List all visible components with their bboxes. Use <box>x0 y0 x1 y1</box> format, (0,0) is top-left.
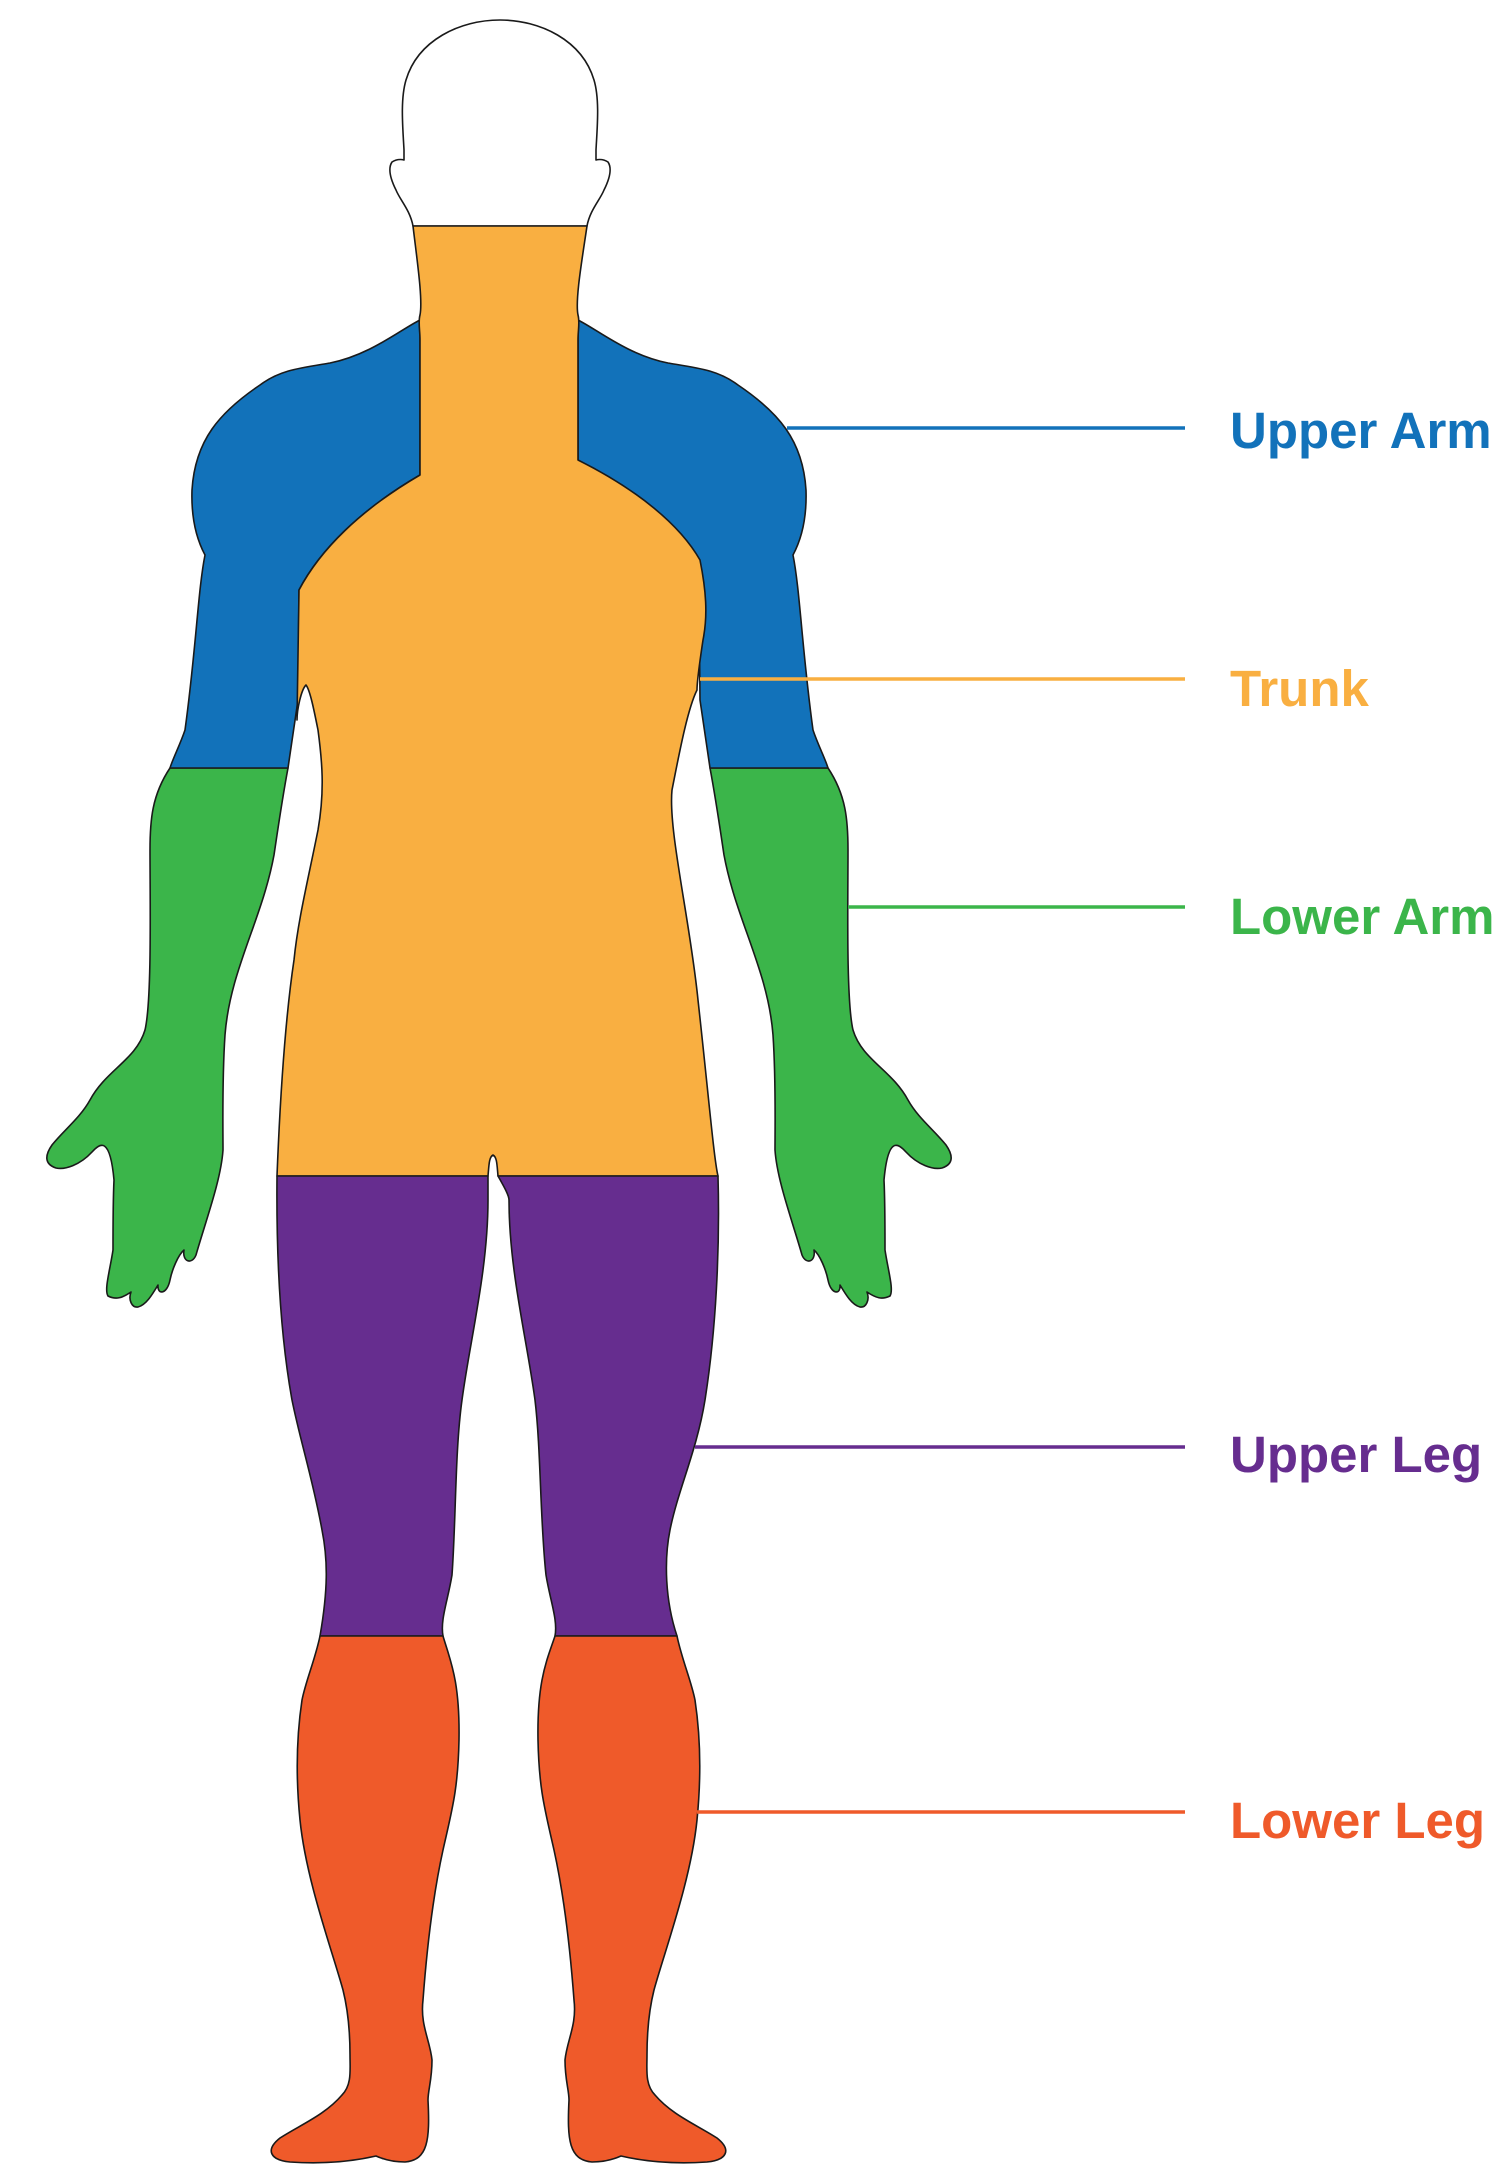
label-trunk: Trunk <box>1230 660 1369 717</box>
label-lower-leg: Lower Leg <box>1230 1792 1485 1849</box>
label-upper-arm: Upper Arm <box>1230 402 1492 459</box>
label-upper-leg: Upper Leg <box>1230 1426 1482 1483</box>
head-region <box>390 20 610 226</box>
lower-leg-region <box>271 1636 725 2163</box>
left-lower-arm-region <box>47 768 288 1307</box>
label-lower-arm: Lower Arm <box>1230 888 1495 945</box>
right-lower-arm-region <box>710 768 951 1307</box>
upper-leg-region <box>277 1176 719 1636</box>
